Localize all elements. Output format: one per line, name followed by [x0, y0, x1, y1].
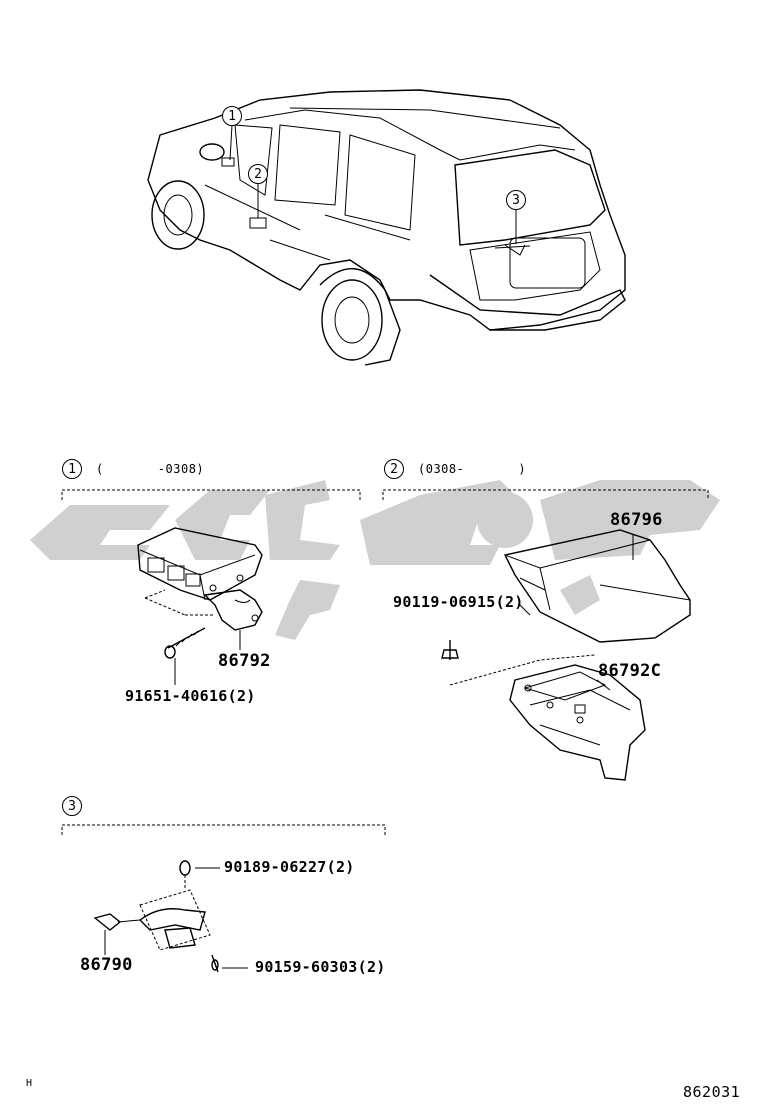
corner-mark: H — [26, 1078, 33, 1089]
section-1-number: 1 — [62, 459, 82, 479]
part-label-90119-06915: 90119-06915(2) — [393, 593, 524, 611]
section-3-number: 3 — [62, 796, 82, 816]
part-label-86792C: 86792C — [598, 661, 662, 681]
part-label-86796: 86796 — [610, 510, 663, 530]
part-label-86790: 86790 — [80, 955, 133, 975]
section-2-number: 2 — [384, 459, 404, 479]
reference-number: 862031 — [683, 1083, 741, 1101]
section-1-title: ( -0308) — [96, 462, 205, 476]
part-label-91651-40616: 91651-40616(2) — [125, 687, 256, 705]
callout-2: 2 — [248, 164, 268, 184]
part-label-86792: 86792 — [218, 651, 271, 671]
part-label-90159-60303: 90159-60303(2) — [255, 958, 386, 976]
callout-1: 1 — [222, 106, 242, 126]
callout-3: 3 — [506, 190, 526, 210]
section-2-title: (0308- ) — [418, 462, 527, 476]
part-label-90189-06227: 90189-06227(2) — [224, 858, 355, 876]
